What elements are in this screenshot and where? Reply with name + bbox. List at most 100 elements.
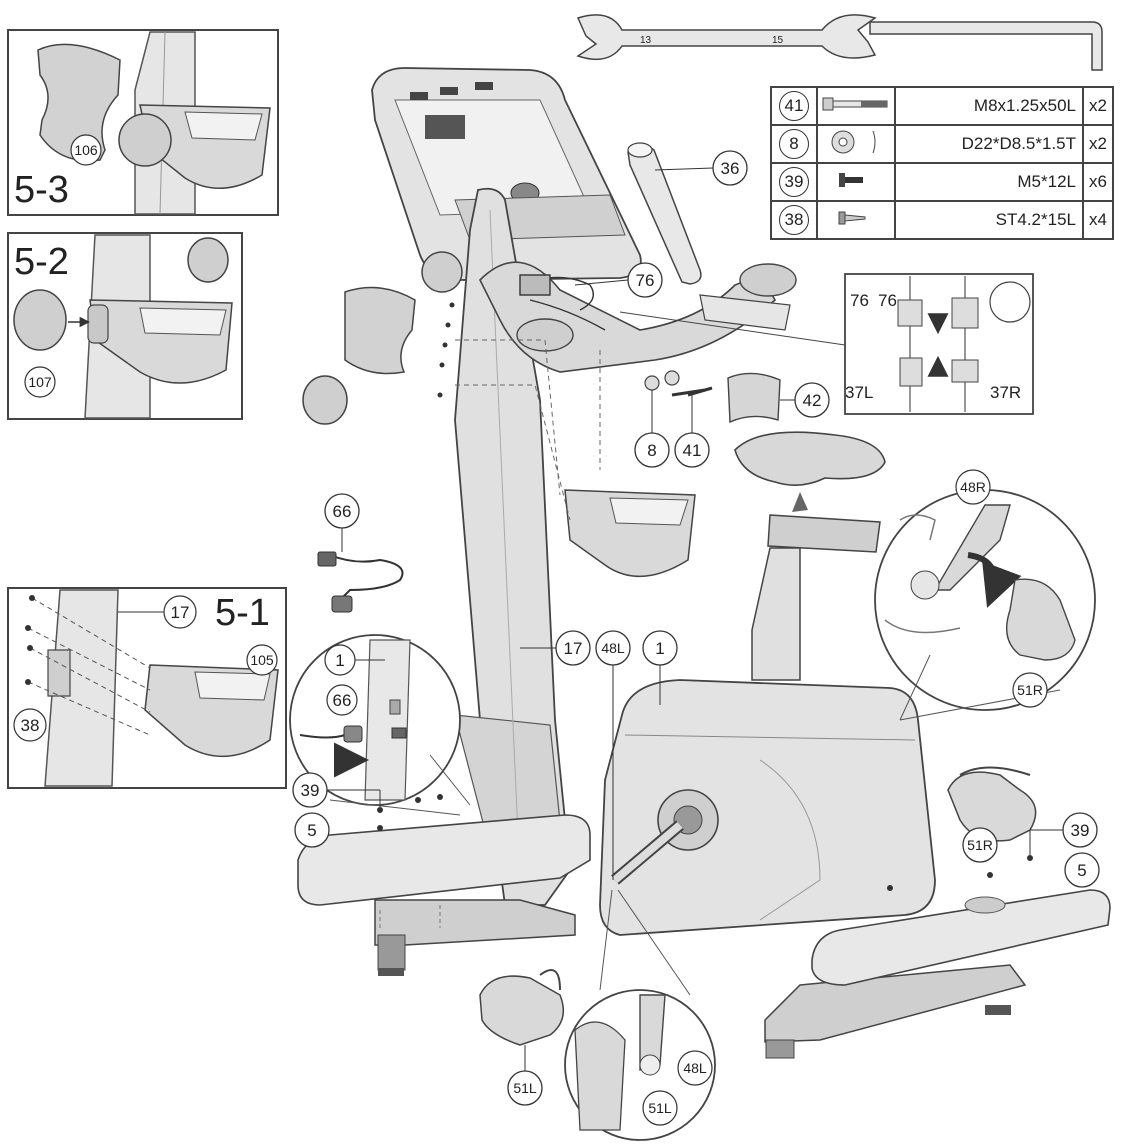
- callout-51r: 51R: [962, 827, 998, 863]
- detail-right-pedal: 48R 51R: [874, 469, 1096, 721]
- panel-5-2: 107 5-2: [7, 232, 243, 420]
- allen-key: [869, 21, 1103, 71]
- callout-41-label: 41: [683, 441, 702, 460]
- main-upright-post: [454, 187, 571, 906]
- console-wires: [519, 274, 606, 331]
- parts-number-cell: 41: [770, 86, 818, 126]
- callout-105-label: 105: [250, 652, 274, 668]
- part-number: 38: [779, 205, 809, 235]
- callout-107: [24, 366, 56, 398]
- cover-42: [727, 372, 781, 424]
- panel-5-1: 17 105 38 5-1: [7, 587, 287, 789]
- left-pedal: [479, 969, 565, 1046]
- callout-17-panel-label: 17: [171, 603, 190, 622]
- part-spec: ST4.2*15L: [894, 200, 1084, 240]
- detail-right-pedal-callout-51r: 51R: [1017, 682, 1043, 698]
- callout-51l-label: 51L: [513, 1080, 537, 1096]
- screw-icon: [816, 162, 896, 202]
- rear-base: [764, 964, 1027, 1059]
- parts-number-cell: 38: [770, 200, 818, 240]
- tapping-screw-icon: [816, 200, 896, 240]
- part-number: 8: [779, 129, 809, 159]
- callout-8: 8: [634, 390, 670, 468]
- callout-51r-label: 51R: [967, 837, 993, 853]
- detail-right-pedal-callout-48r: 48R: [960, 479, 986, 495]
- part-number: 39: [779, 167, 809, 197]
- callout-51l: 51L: [507, 1045, 543, 1106]
- power-cord: [317, 551, 404, 613]
- callout-5-right-label: 5: [1077, 861, 1086, 880]
- front-handle-36: [627, 142, 702, 285]
- parts-number-cell: 39: [770, 162, 818, 202]
- callout-66: 66: [324, 493, 360, 552]
- callout-39-left: 39: [292, 772, 443, 813]
- detail-cord-callout-66: 66: [333, 691, 352, 710]
- wrench: 13 15: [576, 14, 877, 61]
- right-pedal: [947, 766, 1037, 842]
- bottle-holder-exploded: [455, 339, 696, 577]
- panel-5-3: 106 5-3: [7, 29, 279, 216]
- post-cover-left: [302, 251, 463, 425]
- connector-detail: 76 76 37L 37R: [619, 273, 1034, 415]
- callout-8-label: 8: [647, 441, 656, 460]
- part-spec: D22*D8.5*1.5T: [894, 124, 1084, 164]
- callout-41: 41: [674, 395, 710, 468]
- front-base: [374, 899, 576, 976]
- detail-left-pedal: 48L 51L: [564, 889, 716, 1141]
- callout-48l: 48L: [595, 630, 631, 880]
- seat-post: [751, 514, 881, 681]
- callout-17-panel: [163, 595, 197, 629]
- callout-1: 1: [642, 630, 678, 705]
- connector-label-76a: 76: [850, 291, 869, 310]
- callout-5-right: 5: [1064, 852, 1100, 888]
- part-quantity: x4: [1082, 200, 1114, 240]
- callout-5-left-label: 5: [307, 821, 316, 840]
- callout-17: 17: [520, 630, 591, 666]
- connector-label-37l: 37L: [845, 383, 873, 402]
- callout-42-label: 42: [803, 391, 822, 410]
- part-quantity: x2: [1082, 86, 1114, 126]
- callout-39-left-label: 39: [301, 781, 320, 800]
- callout-1-label: 1: [655, 639, 664, 658]
- callout-36-label: 36: [721, 159, 740, 178]
- callout-106: [70, 134, 102, 166]
- panel-5-3-title: 5-3: [14, 169, 69, 211]
- panel-5-2-title: 5-2: [14, 241, 69, 283]
- bolt-icon: [816, 86, 896, 126]
- callout-39-right-label: 39: [1071, 821, 1090, 840]
- callout-36: 36: [654, 150, 748, 186]
- wrench-size-13: 13: [640, 35, 652, 46]
- callout-38-panel-label: 38: [21, 716, 40, 735]
- callout-39-right: 39: [887, 812, 1098, 891]
- part-spec: M5*12L: [894, 162, 1084, 202]
- detail-left-pedal-callout-51l: 51L: [648, 1100, 672, 1116]
- panel-5-1-title: 5-1: [215, 592, 270, 634]
- foot-cover-right: [811, 889, 1111, 986]
- detail-left-pedal-callout-48l: 48L: [683, 1060, 707, 1076]
- callout-38-panel: [13, 708, 47, 742]
- part-number: 41: [779, 91, 809, 121]
- callout-76: 76: [574, 262, 663, 298]
- connector-label-76b: 76: [878, 291, 897, 310]
- detail-cord-connection: 1 66: [289, 634, 471, 816]
- parts-number-cell: 8: [770, 124, 818, 164]
- part-quantity: x6: [1082, 162, 1114, 202]
- part-quantity: x2: [1082, 124, 1114, 164]
- callout-105: [246, 644, 278, 676]
- callout-5-left: 5: [294, 812, 330, 848]
- flywheel-housing: [599, 679, 936, 936]
- callout-48l-label: 48L: [601, 640, 625, 656]
- seat: [734, 431, 886, 512]
- callout-17-label: 17: [564, 639, 583, 658]
- part-spec: M8x1.25x50L: [894, 86, 1084, 126]
- detail-cord-callout-1: 1: [335, 651, 344, 670]
- callout-42: 42: [780, 382, 830, 418]
- wrench-size-15: 15: [772, 35, 784, 46]
- callout-107-label: 107: [28, 374, 52, 390]
